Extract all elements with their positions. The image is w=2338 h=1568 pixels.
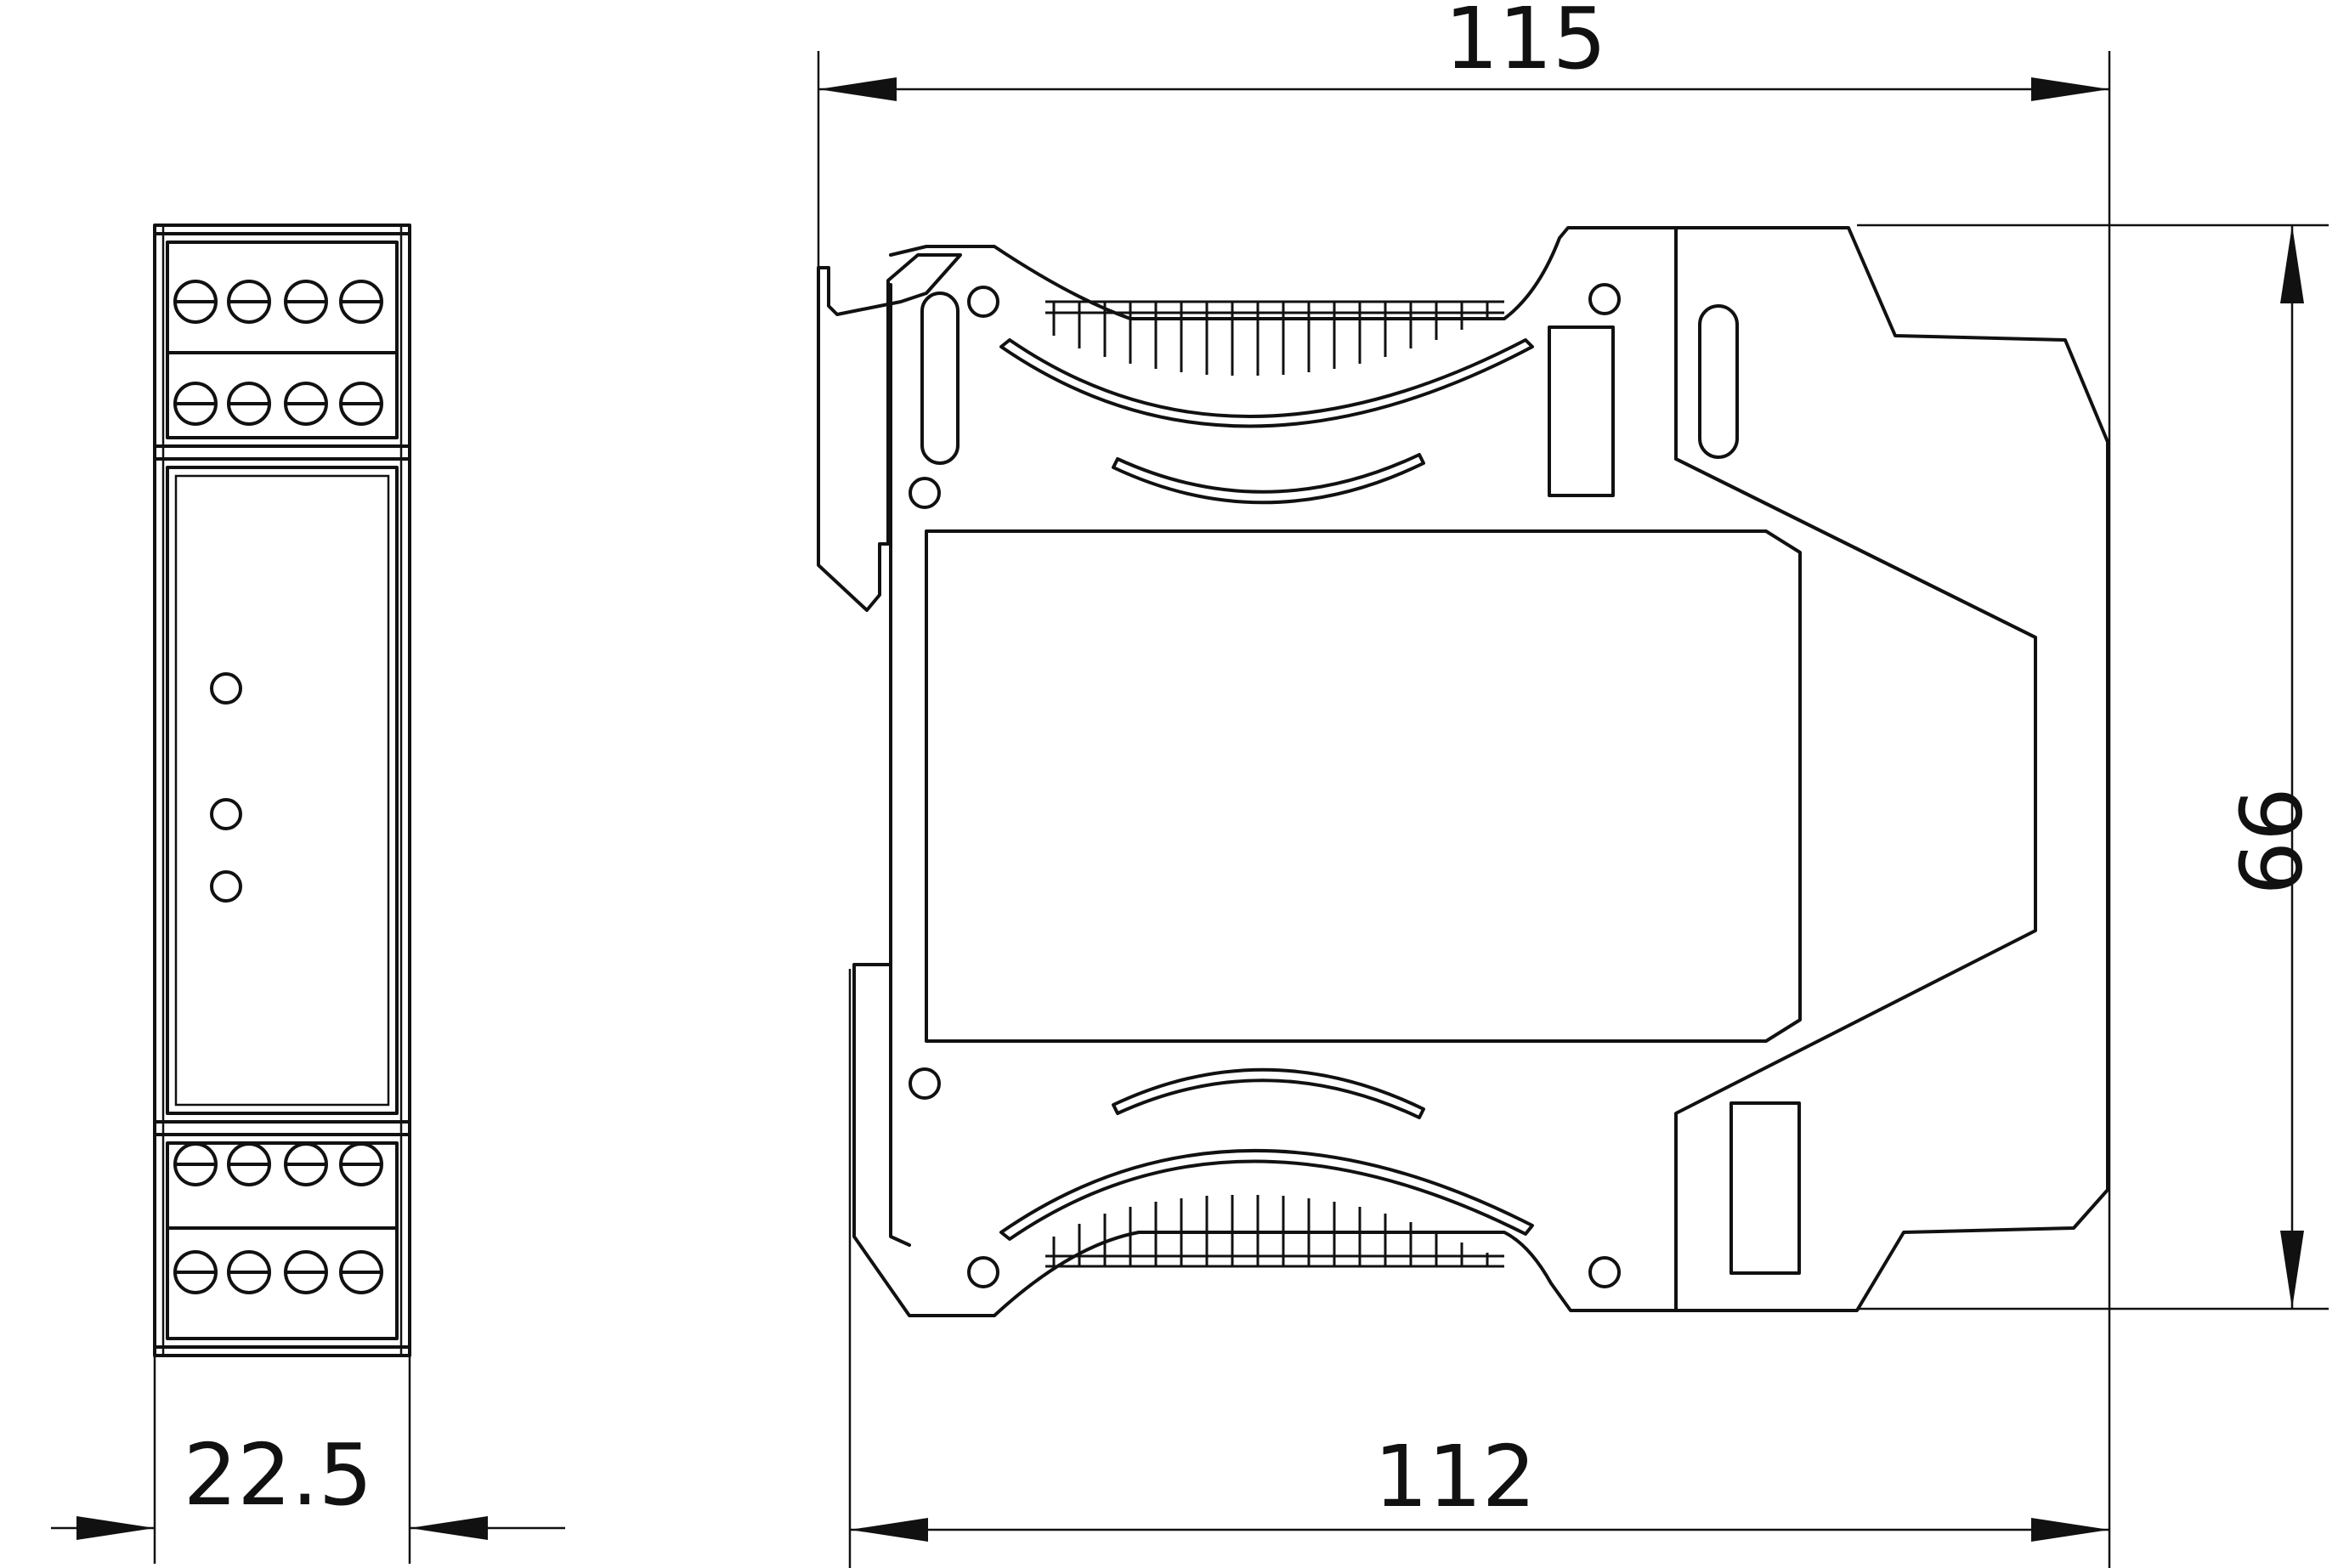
front-view: 22.5 [51, 224, 565, 1564]
terminal-screws-row-1 [173, 280, 383, 324]
side-housing-outline [852, 226, 2109, 1317]
window-top-right [1548, 325, 1615, 497]
hole-bottom-right [1588, 1256, 1621, 1288]
slot-right-top [1698, 304, 1739, 459]
bottom-arc-outer [999, 1148, 1534, 1241]
side-label-window [925, 529, 1802, 1043]
bottom-terminal-block [153, 1120, 411, 1349]
hole-top-left [967, 286, 999, 318]
din-rail-clip [817, 253, 962, 612]
slot-left-top [920, 292, 960, 465]
dimension-front-width: 22.5 [51, 1356, 565, 1564]
hole-mid-left-top [909, 477, 941, 509]
dimension-height: 99 [1857, 224, 2329, 1310]
terminal-screws-row-4 [173, 1250, 383, 1294]
side-housing-right-inner [1674, 457, 2037, 639]
top-arc-inner [1112, 453, 1425, 505]
terminal-screws-row-3 [173, 1142, 383, 1186]
front-panel-inner [174, 474, 390, 1107]
side-view: 115 112 99 [817, 0, 2329, 1568]
side-housing-right-profile [1674, 226, 2037, 1312]
led-indicator-3 [210, 870, 242, 903]
hole-top-right [1588, 283, 1621, 315]
top-arc-outer [999, 338, 1534, 428]
top-ventilation-hatch [1045, 300, 1504, 376]
dimension-label-overall-depth: 115 [1445, 0, 1607, 88]
bottom-arc-inner [1112, 1067, 1425, 1119]
front-panel [166, 466, 399, 1115]
led-indicator-2 [210, 798, 242, 830]
dimension-body-depth: 112 [848, 969, 2109, 1568]
dimension-overall-depth: 115 [817, 0, 2111, 1568]
dimension-label-height: 99 [2219, 787, 2318, 895]
front-housing-inner-left [161, 224, 403, 1357]
hole-bottom-left [967, 1256, 999, 1288]
hole-mid-left-bottom [909, 1067, 941, 1100]
dimension-label-body-depth: 112 [1374, 1427, 1537, 1526]
led-indicator-1 [210, 672, 242, 705]
top-terminal-block [153, 232, 411, 461]
window-bottom-right [1729, 1101, 1801, 1275]
bottom-ventilation-hatch [1045, 1195, 1504, 1268]
dimension-label-width: 22.5 [184, 1425, 373, 1525]
terminal-screws-row-2 [173, 382, 383, 426]
